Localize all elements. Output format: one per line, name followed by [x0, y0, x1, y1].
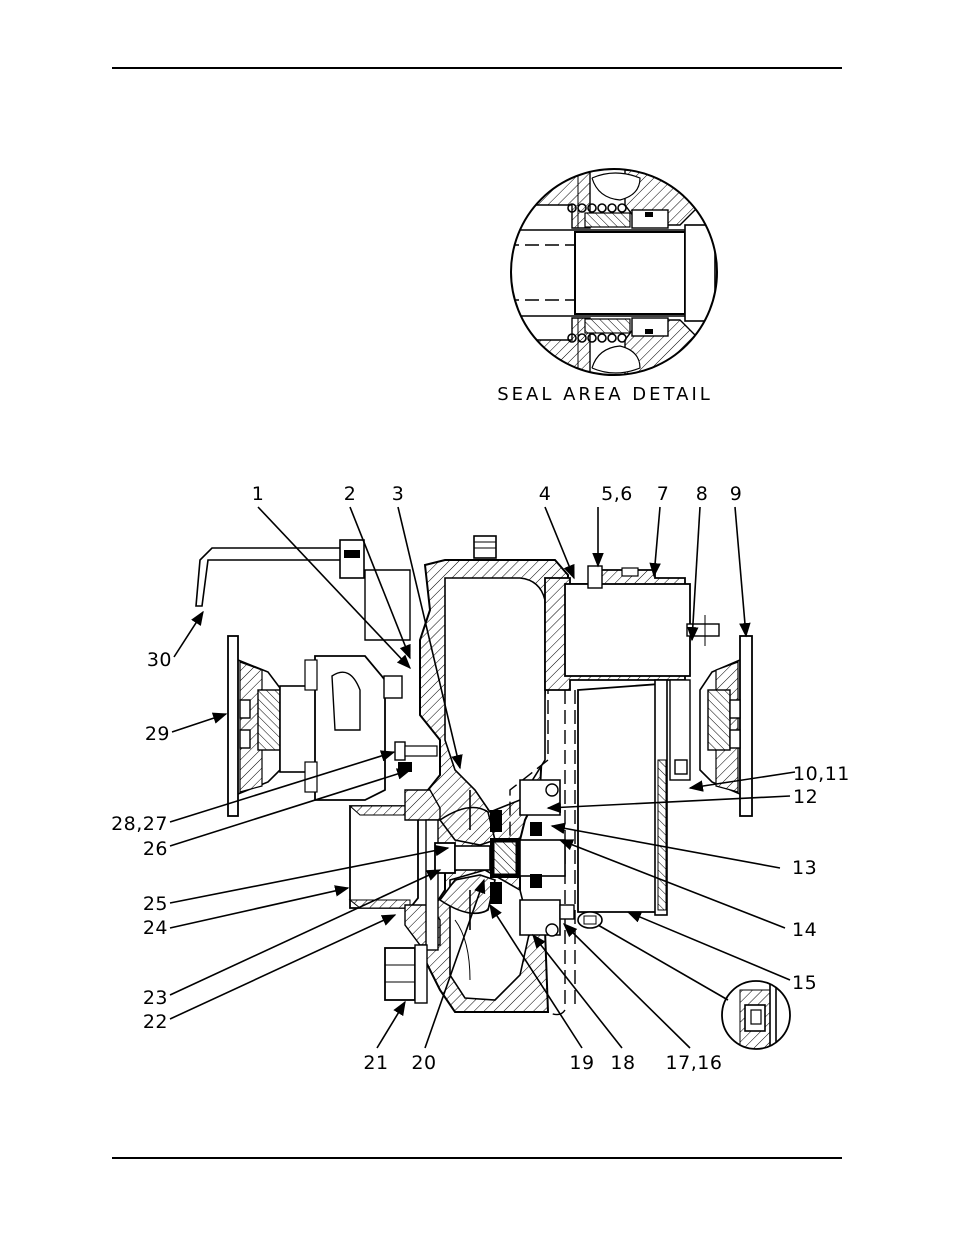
callout-13: 13	[792, 857, 817, 879]
callout-30: 30	[147, 649, 172, 671]
callout-17-16: 17,16	[666, 1052, 723, 1074]
detail-title: SEAL AREA DETAIL	[497, 384, 713, 405]
callout-28-27: 28,27	[111, 813, 168, 835]
callout-15: 15	[792, 972, 817, 994]
callout-8: 8	[696, 483, 709, 505]
callout-3: 3	[392, 483, 405, 505]
callout-10-11: 10,11	[793, 763, 850, 785]
callout-29: 29	[145, 723, 170, 745]
callout-25: 25	[143, 893, 168, 915]
seal-area-detail: SEAL AREA DETAIL	[497, 169, 720, 405]
callout-1: 1	[252, 483, 265, 505]
callout-2: 2	[344, 483, 357, 505]
callout-5-6: 5,6	[601, 483, 633, 505]
callout-19: 19	[569, 1052, 594, 1074]
callout-22: 22	[143, 1011, 168, 1033]
callout-4: 4	[539, 483, 552, 505]
callout-9: 9	[730, 483, 743, 505]
callout-14: 14	[792, 919, 817, 941]
callout-26: 26	[143, 838, 168, 860]
callout-7: 7	[657, 483, 670, 505]
callout-23: 23	[143, 987, 168, 1009]
main-assembly	[196, 536, 752, 1015]
o-ring-inset-detail	[720, 980, 792, 1050]
callout-24: 24	[143, 917, 168, 939]
callout-12: 12	[793, 786, 818, 808]
callout-18: 18	[610, 1052, 635, 1074]
callout-21: 21	[363, 1052, 388, 1074]
callout-20: 20	[411, 1052, 436, 1074]
